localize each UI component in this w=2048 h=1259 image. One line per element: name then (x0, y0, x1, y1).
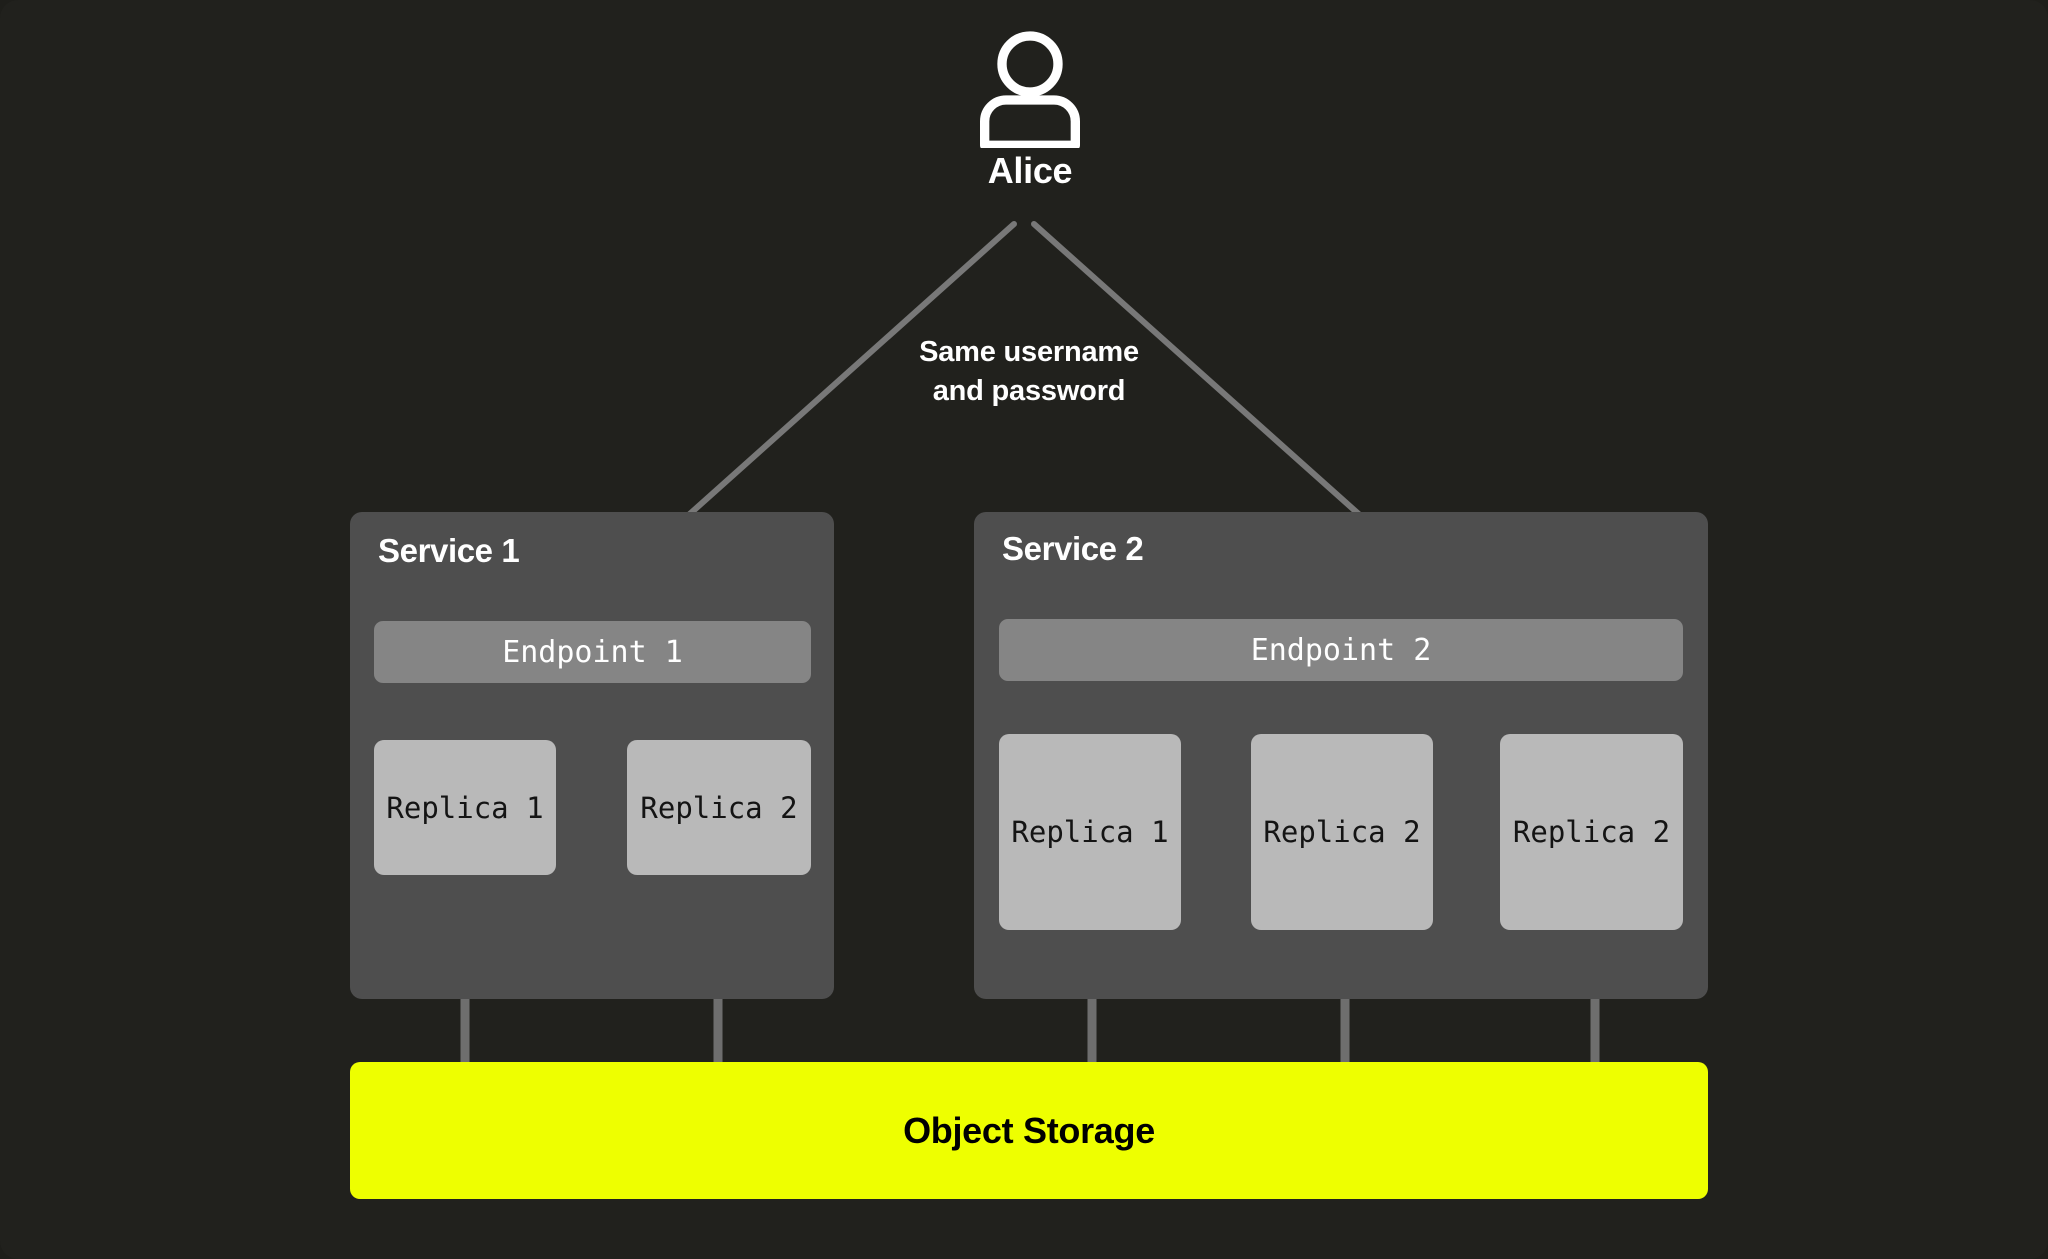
user-icon (980, 31, 1080, 148)
service-panel-1[interactable]: Service 1 Endpoint 1 Replica 1 Replica 2 (350, 512, 834, 999)
service-2-replica-2[interactable]: Replica 2 (1251, 734, 1433, 930)
auth-annotation-line-1: Same username (919, 336, 1139, 368)
service-2-replica-1[interactable]: Replica 1 (999, 734, 1181, 930)
service-2-replica-3[interactable]: Replica 2 (1500, 734, 1683, 930)
auth-annotation: Same username and password (784, 333, 1274, 411)
service-1-title: Service 1 (378, 532, 520, 569)
endpoint-1[interactable]: Endpoint 1 (374, 621, 811, 683)
auth-annotation-line-2: and password (932, 375, 1126, 408)
service-panel-2[interactable]: Service 2 Endpoint 2 Replica 1 Replica 2… (974, 512, 1708, 999)
service-2-title: Service 2 (1002, 530, 1144, 567)
actor-label: Alice (987, 150, 1073, 191)
actor-alice: Alice (940, 28, 1120, 192)
service-1-replica-1[interactable]: Replica 1 (374, 740, 556, 875)
object-storage-bar[interactable]: Object Storage (350, 1062, 1708, 1199)
service-1-replica-2[interactable]: Replica 2 (627, 740, 811, 875)
endpoint-2[interactable]: Endpoint 2 (999, 619, 1683, 681)
